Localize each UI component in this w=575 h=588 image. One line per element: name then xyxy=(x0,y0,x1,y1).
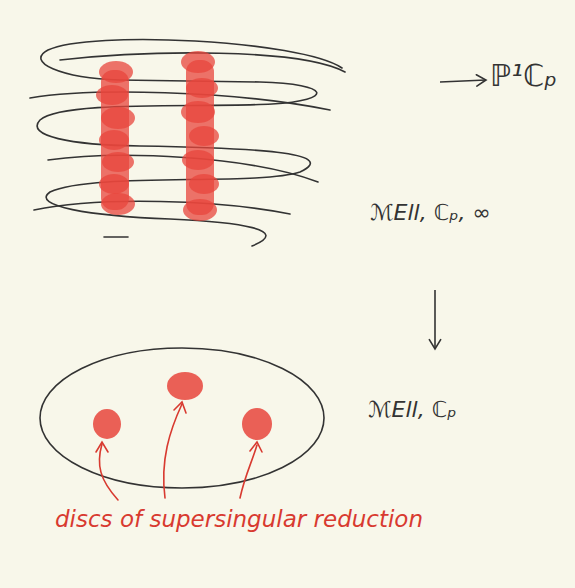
space-node: ℳEll, ℂₚ xyxy=(40,345,510,495)
note-label: discs of supersingular reduction xyxy=(55,506,423,532)
scribble-curves xyxy=(30,40,345,246)
moduli-ellipse xyxy=(40,348,324,488)
space-label: ℳEll, ℂₚ, ∞ xyxy=(370,200,491,225)
supersingular-discs xyxy=(93,372,272,440)
space-label: ℙ¹ℂₚ xyxy=(490,58,557,93)
red-blobs xyxy=(96,51,219,221)
arrow-head xyxy=(429,340,440,349)
arrow-head xyxy=(476,75,486,86)
space-node: ℳEll, ℂₚ, ∞ xyxy=(20,30,440,290)
map-arrow xyxy=(440,80,486,82)
space-node: ℙ¹ℂₚ xyxy=(490,58,550,102)
red-leader-arrows xyxy=(96,402,262,500)
space-label: ℳEll, ℂₚ xyxy=(368,397,456,422)
map-arrow xyxy=(434,290,436,349)
